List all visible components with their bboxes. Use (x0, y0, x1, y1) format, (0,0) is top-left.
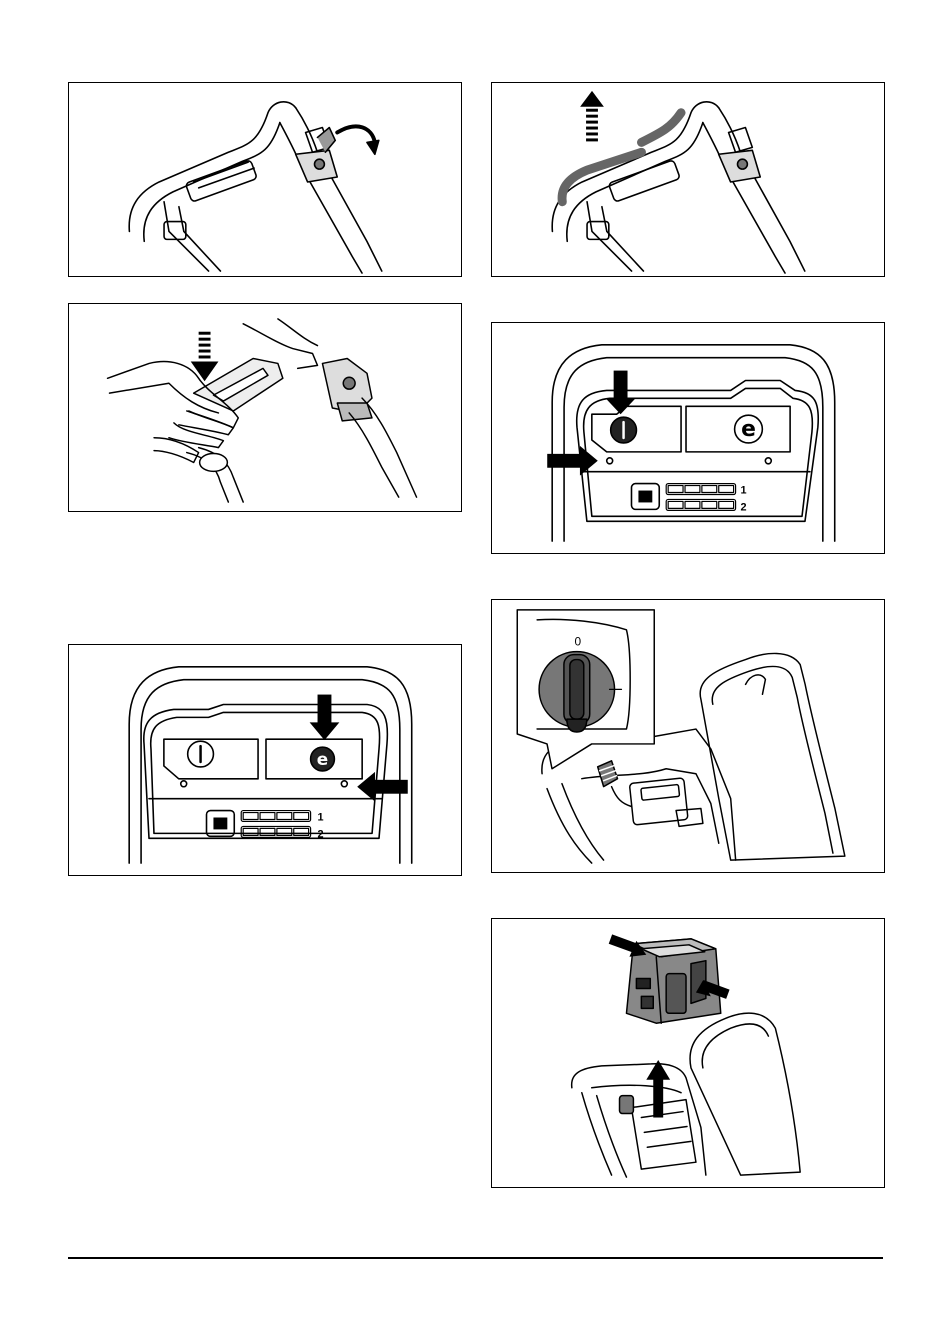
figure-control-panel-start: e 1 2 (491, 322, 885, 554)
battery-row-2-label: 2 (741, 501, 747, 513)
battery-removal-illustration (492, 919, 884, 1187)
control-panel-illustration: e 1 2 (492, 323, 884, 553)
safety-key-illustration: 0 (492, 600, 884, 872)
handle-lift-illustration (492, 83, 884, 276)
svg-text:e: e (317, 749, 328, 769)
figure-control-panel-eco: e 1 2 (68, 644, 462, 876)
figure-battery-removal (491, 918, 885, 1188)
handle-press-illustration (69, 304, 461, 511)
svg-text:e: e (741, 417, 756, 442)
battery-row-2-label: 2 (318, 828, 324, 840)
battery-row-1-label: 1 (318, 811, 324, 823)
battery-row-1-label: 1 (741, 485, 747, 497)
control-panel-eco-illustration: e 1 2 (69, 645, 461, 875)
figure-safety-key-dial: 0 (491, 599, 885, 873)
figure-handle-press (68, 303, 462, 512)
figure-handle-lever-rotate (68, 82, 462, 277)
handle-lever-illustration (69, 83, 461, 276)
figure-handle-lift (491, 82, 885, 277)
footer-rule (68, 1257, 883, 1259)
dial-mark-zero: 0 (574, 635, 581, 649)
